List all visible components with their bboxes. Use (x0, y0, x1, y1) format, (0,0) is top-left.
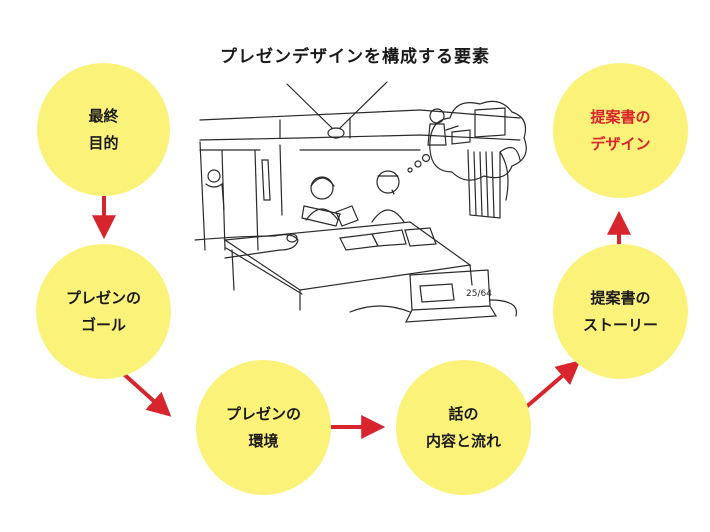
node-proposal-design: 提案書の デザイン (553, 63, 688, 198)
diagram-title: プレゼンデザインを構成する要素 (220, 47, 490, 67)
node-presentation-goal: プレゼンの ゴール (36, 244, 171, 379)
slide-counter-text: 25/64 (466, 289, 492, 299)
node-proposal-story-label: 提案書の ストーリー (582, 289, 658, 334)
node-content-flow-label: 話の 内容と流れ (425, 405, 501, 450)
node-presentation-goal-label: プレゼンの ゴール (65, 289, 141, 334)
node-content-flow: 話の 内容と流れ (396, 360, 531, 495)
node-presentation-environment-label: プレゼンの 環境 (225, 405, 301, 450)
node-presentation-environment: プレゼンの 環境 (196, 360, 331, 495)
node-final-goal: 最終 目的 (37, 63, 170, 196)
arrow-content-flow-to-story (523, 360, 581, 410)
node-proposal-story: 提案書の ストーリー (553, 244, 688, 379)
node-proposal-design-label: 提案書の デザイン (590, 108, 651, 153)
node-final-goal-label: 最終 目的 (88, 107, 119, 152)
